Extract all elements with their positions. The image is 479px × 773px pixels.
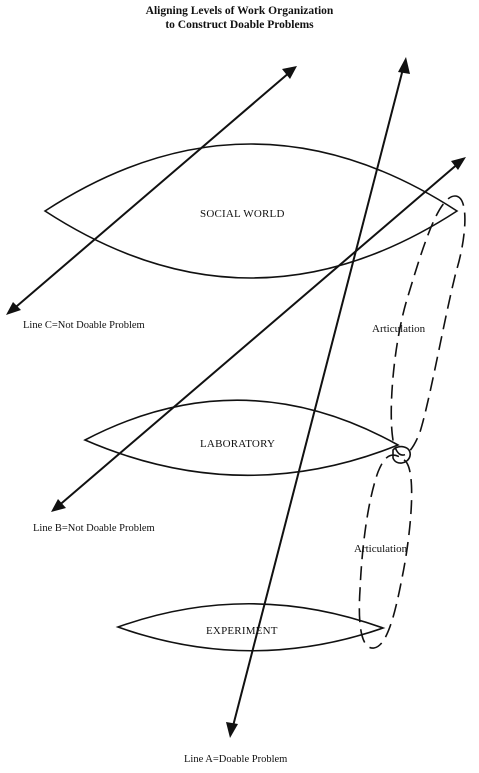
experiment-label: EXPERIMENT xyxy=(206,625,278,637)
line-c-arrow-up xyxy=(282,66,297,79)
lower-articulation-loop xyxy=(358,454,413,649)
upper-articulation-label: Articulation xyxy=(372,323,426,335)
line-c-label: Line C=Not Doable Problem xyxy=(23,320,145,331)
experiment-lens xyxy=(115,603,386,652)
articulation-junction-loop xyxy=(392,445,411,464)
line-c-arrow-down xyxy=(6,302,21,315)
line-b-arrow-up xyxy=(451,157,466,170)
line-c xyxy=(6,66,297,315)
laboratory-lens xyxy=(83,399,400,477)
social-world-lens xyxy=(43,143,459,279)
upper-articulation-loop xyxy=(390,195,466,456)
line-a xyxy=(226,57,410,738)
title-line-2: to Construct Doable Problems xyxy=(165,19,314,31)
title-line-1: Aligning Levels of Work Organization xyxy=(145,5,334,17)
social-world-label: SOCIAL WORLD xyxy=(200,208,285,220)
laboratory-label: LABORATORY xyxy=(200,438,275,450)
line-a-arrow-up xyxy=(398,57,410,74)
lower-articulation-label: Articulation xyxy=(354,543,408,555)
diagram-title: Aligning Levels of Work Organization to … xyxy=(0,4,479,32)
line-b-label: Line B=Not Doable Problem xyxy=(33,523,155,534)
line-a-label: Line A=Doable Problem xyxy=(184,754,287,765)
line-a-arrow-down xyxy=(226,722,238,738)
line-b-arrow-down xyxy=(51,499,66,512)
line-b xyxy=(51,157,466,512)
